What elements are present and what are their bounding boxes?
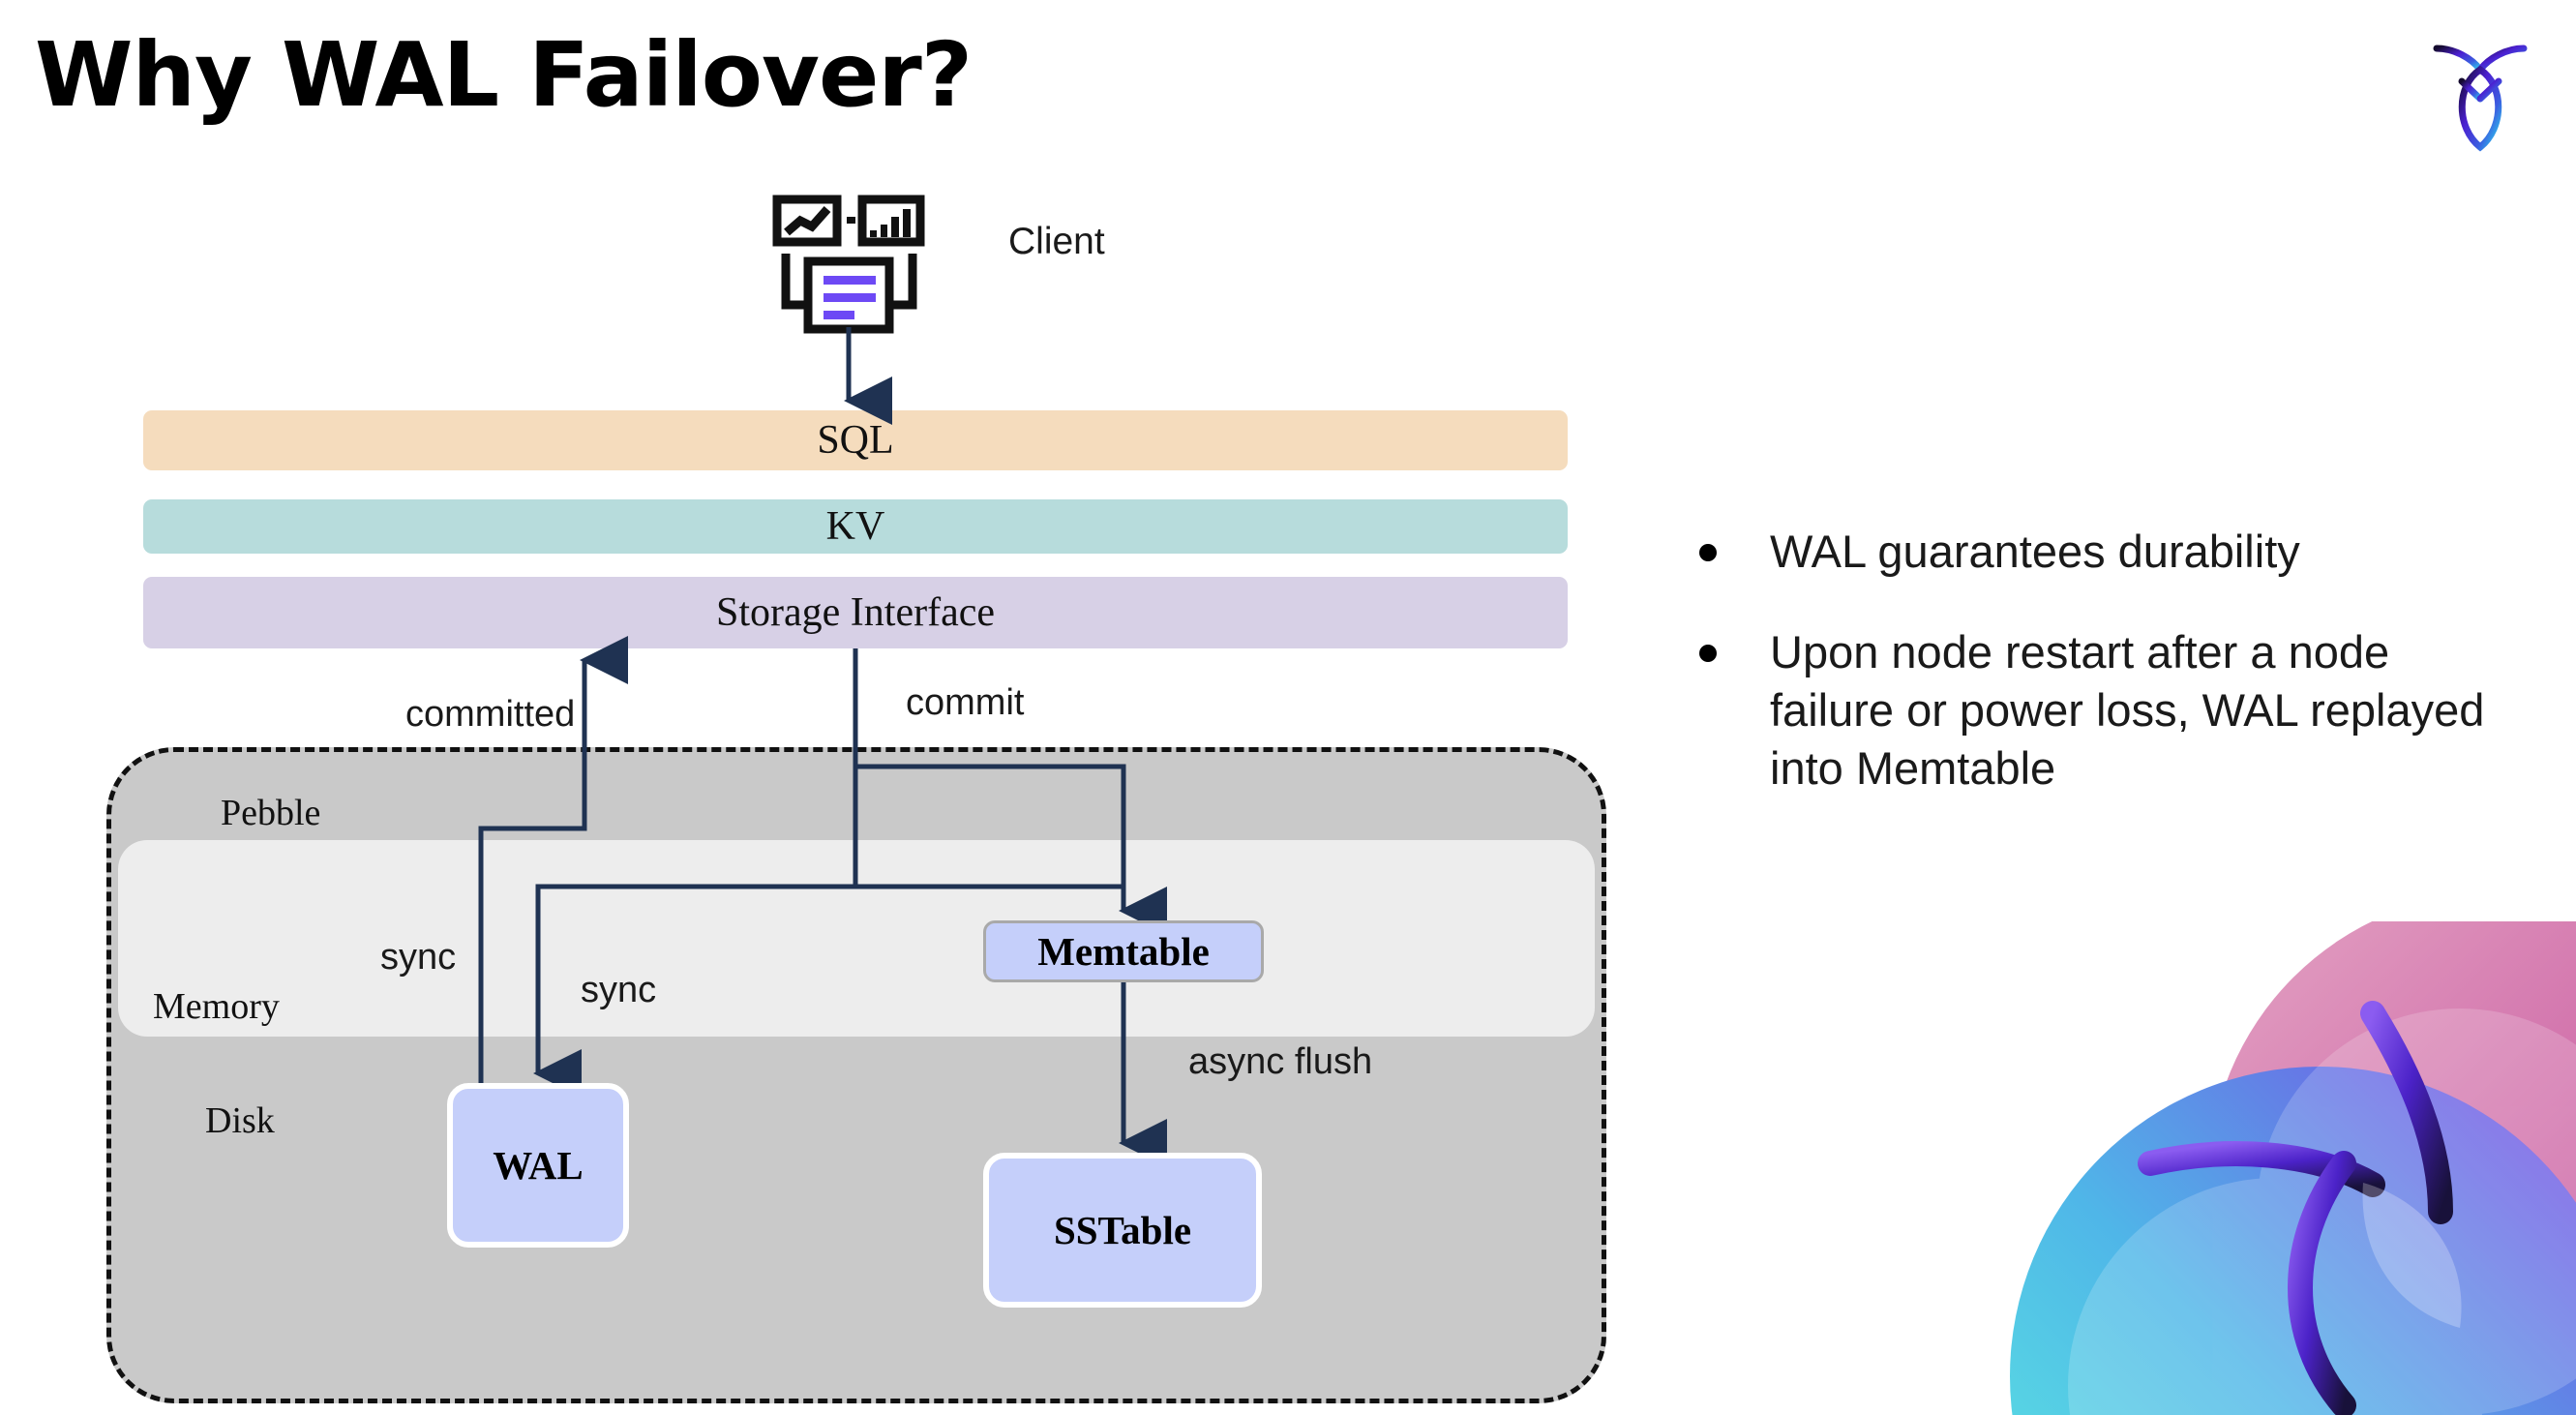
list-item: Upon node restart after a node failure o… [1699,623,2502,798]
bullet-dot-icon [1699,645,1717,663]
diagram-connectors [478,327,1167,1167]
bullet-text: WAL guarantees durability [1770,526,2300,577]
decorative-circles-watermark-icon [1957,921,2576,1415]
node-memtable[interactable]: Memtable [983,920,1264,982]
node-sstable[interactable]: SSTable [983,1153,1262,1308]
layer-bar-sql[interactable]: SQL [143,410,1568,470]
node-wal[interactable]: WAL [447,1083,629,1248]
cockroach-labs-logo-icon [2423,27,2537,153]
layer-bar-storage-interface[interactable]: Storage Interface [143,577,1568,648]
memory-label: Memory [153,986,280,1027]
edge-label-sync-committed: sync [380,937,457,978]
edge-label-committed: committed [405,694,576,735]
bullet-list: WAL guarantees durability Upon node rest… [1699,523,2502,841]
bullet-dot-icon [1699,544,1717,561]
layer-bar-kv[interactable]: KV [143,499,1568,554]
edge-label-sync-write: sync [581,970,657,1010]
client-dashboard-icon [771,194,926,334]
page-title: Why WAL Failover? [35,23,973,127]
disk-label: Disk [205,1100,275,1141]
client-label: Client [1008,221,1105,262]
bullet-text: Upon node restart after a node failure o… [1770,626,2485,795]
architecture-diagram: Client SQL KV Storage Interface Pebble M… [106,194,1606,1403]
pebble-label: Pebble [221,793,321,833]
edge-label-commit: commit [906,682,1025,723]
list-item: WAL guarantees durability [1699,523,2502,581]
edge-label-async-flush: async flush [1188,1041,1373,1082]
